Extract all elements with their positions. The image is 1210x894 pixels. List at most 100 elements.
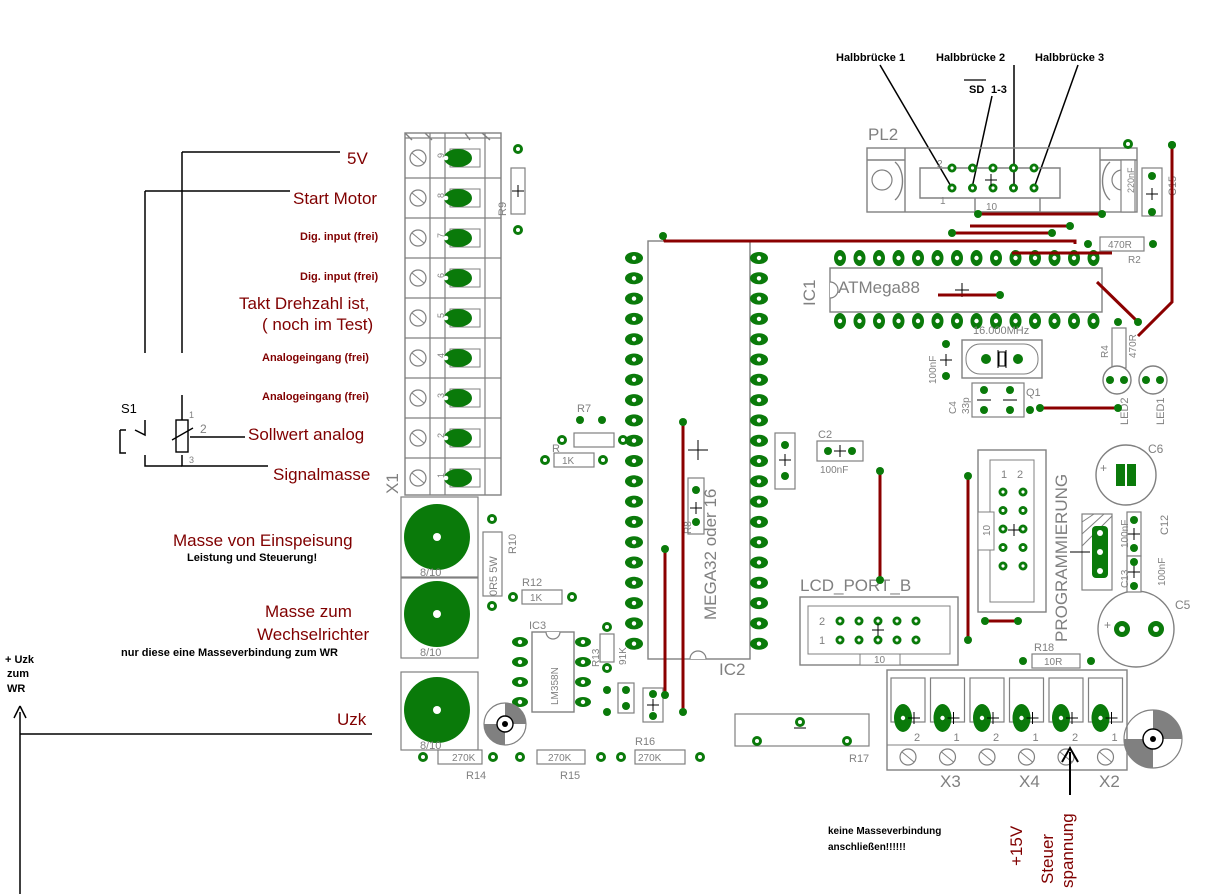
c2-label: C2 xyxy=(818,429,832,441)
c5-label: C5 xyxy=(1175,598,1191,612)
x1-pad xyxy=(444,149,472,167)
mount-pad-3 xyxy=(400,671,479,751)
svg-text:+: + xyxy=(1104,618,1111,632)
r12-value: 1K xyxy=(530,593,543,604)
resistor-r10 xyxy=(482,514,503,611)
r2-label: R2 xyxy=(1128,255,1141,266)
label-steuer: Steuer xyxy=(1038,834,1057,884)
x2-label: X2 xyxy=(1099,772,1120,791)
lcd-pin-2: 2 xyxy=(819,616,825,628)
label-wechselrichter: Wechselrichter xyxy=(257,625,369,644)
r-small-label: R8 xyxy=(683,521,694,534)
label-start-motor: Start Motor xyxy=(293,189,377,208)
c15-value: 220nF xyxy=(1126,167,1136,193)
ic2-label: IC2 xyxy=(719,660,745,679)
pl2-pin-2: 2 xyxy=(937,159,943,170)
label-halbbruecke-1: Halbbrücke 1 xyxy=(836,52,905,64)
label-spannung: spannung xyxy=(1058,813,1077,888)
x1-pad xyxy=(444,429,472,447)
label-sd: SD xyxy=(969,84,984,96)
lcd-pin-1: 1 xyxy=(819,635,825,647)
ic1-value: ATMega88 xyxy=(838,278,920,297)
label-dig-input-7: Dig. input (frei) xyxy=(300,231,379,243)
prog-pin-1: 1 xyxy=(1001,469,1007,481)
x1-pin-number: 8 xyxy=(436,193,446,198)
x1-pad xyxy=(444,309,472,327)
label-halbbruecke-2: Halbbrücke 2 xyxy=(936,52,1005,64)
led-1 xyxy=(1138,365,1168,395)
c12-label: C12 xyxy=(1159,515,1171,535)
c12-value: 100nF xyxy=(1120,520,1131,548)
label-s1: S1 xyxy=(121,401,137,416)
quartz-value: 16.000MHz xyxy=(973,325,1029,337)
x3-label: X3 xyxy=(940,772,961,791)
programming-label: PROGRAMMIERUNG xyxy=(1052,474,1071,642)
left-wiring xyxy=(13,151,372,894)
r13-label: R13 xyxy=(591,648,602,667)
capacitor-near-ic2 xyxy=(687,432,796,535)
label-takt-test: ( noch im Test) xyxy=(262,315,373,334)
programming-header xyxy=(977,449,1047,613)
led1-label: LED1 xyxy=(1155,397,1167,425)
label-analog-4: Analogeingang (frei) xyxy=(262,352,369,364)
capacitor-c12 xyxy=(1126,511,1142,557)
capacitor-c5: + xyxy=(1097,590,1175,668)
led-2 xyxy=(1102,365,1132,395)
pl2-pin-1: 1 xyxy=(940,196,946,207)
resistor-r15 xyxy=(515,749,606,765)
r18-label: R18 xyxy=(1034,642,1054,654)
r4-label: R4 xyxy=(1100,345,1111,358)
x1-label: X1 xyxy=(383,473,402,494)
r14-label: R14 xyxy=(466,770,486,782)
resistor-r13 xyxy=(599,622,664,723)
label-uzk-wr-1: + Uzk xyxy=(5,654,35,666)
r15-value: 270K xyxy=(548,753,572,764)
x1-pin-number: 4 xyxy=(436,353,446,358)
lcd-pin-10: 10 xyxy=(874,655,886,666)
lcd-port-label: LCD_PORT_B xyxy=(800,576,911,595)
steuerspannung-arrow xyxy=(1061,745,1079,795)
ic3-lm358n xyxy=(512,631,591,713)
r15-label: R15 xyxy=(560,770,580,782)
ic1-label: IC1 xyxy=(800,280,819,306)
x1-pin-number: 9 xyxy=(436,153,446,158)
ic1-atmega88 xyxy=(829,250,1103,329)
r10-label: R10 xyxy=(507,534,519,554)
ic2-mega32 xyxy=(625,240,768,660)
label-5v: 5V xyxy=(347,149,368,168)
resistor-r16 xyxy=(616,749,705,765)
c13-value: 100nF xyxy=(1157,558,1168,586)
mount-1-label: 8/10 xyxy=(420,567,441,579)
label-dig-input-6: Dig. input (frei) xyxy=(300,271,379,283)
r9-label: R9 xyxy=(497,202,509,216)
mounting-hole-left xyxy=(483,702,527,746)
x1-pin-number: 7 xyxy=(436,233,446,238)
bottom-terminal-number: 2 xyxy=(914,732,920,744)
quartz-q1 xyxy=(961,339,1043,379)
r4-value: 470R xyxy=(1128,334,1139,358)
label-masse-einspeisung: Masse von Einspeisung xyxy=(173,531,353,550)
resistor-r7 xyxy=(557,416,628,448)
label-uzk-wr-2: zum xyxy=(7,668,29,680)
led2-label: LED2 xyxy=(1119,397,1131,425)
x1-pin-number: 1 xyxy=(436,473,446,478)
c-100nf-1: 100nF xyxy=(928,356,939,384)
potentiometer xyxy=(175,419,189,453)
resistor-r2 xyxy=(1084,236,1157,252)
resistor-r18 xyxy=(1019,653,1095,669)
pl2-pin-10: 10 xyxy=(986,202,998,213)
ic3-value: LM358N xyxy=(550,667,561,705)
lcd-port-b-header xyxy=(799,596,959,666)
x1-pin-number: 6 xyxy=(436,273,446,278)
pl2-connector xyxy=(866,147,1138,213)
bottom-terminal-number: 1 xyxy=(1033,732,1039,744)
c2-value: 100nF xyxy=(820,465,848,476)
r8-label: R xyxy=(552,443,560,455)
x1-pin-number: 2 xyxy=(436,433,446,438)
label-uzk: Uzk xyxy=(337,710,367,729)
c13-label: C13 xyxy=(1120,569,1131,588)
label-halbbruecke-3: Halbbrücke 3 xyxy=(1035,52,1104,64)
label-masse-zum: Masse zum xyxy=(265,602,352,621)
